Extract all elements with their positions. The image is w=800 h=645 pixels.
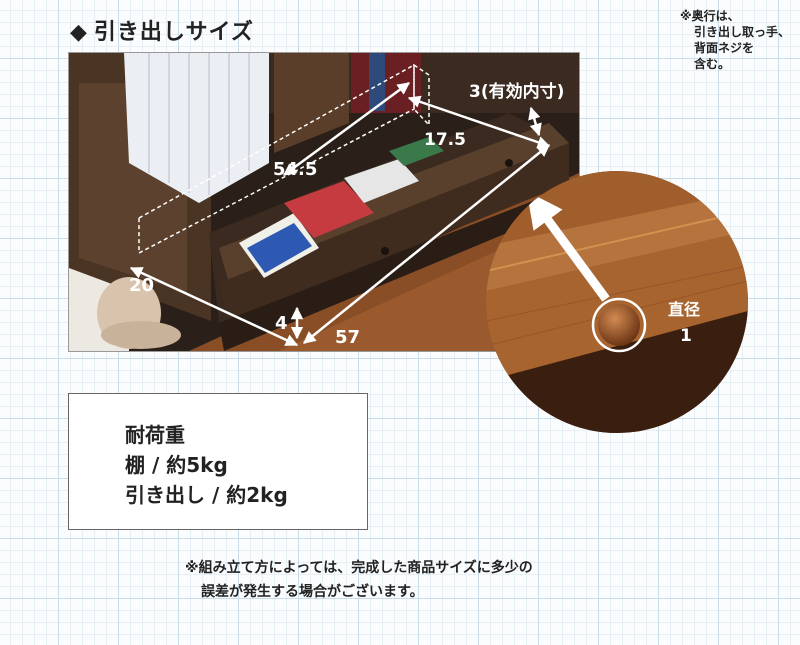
load-shelf: 棚 / 約5kg (125, 453, 228, 477)
drawer-knob (598, 304, 640, 346)
depth-note-line-3: 背面ネジを (694, 41, 755, 55)
section-title: 引き出しサイズ (93, 20, 254, 45)
load-title: 耐荷重 (125, 423, 185, 447)
section-heading: ◆引き出しサイズ (70, 14, 254, 46)
tolerance-note: ※組み立て方によっては、完成した商品サイズに多少の 誤差が発生する場合がございま… (185, 556, 533, 604)
product-photo: 3(有効内寸) 17.5 54.5 20 4 57 (68, 52, 580, 352)
depth-note-line-4: 含む。 (694, 57, 731, 71)
depth-note-line-1: ※奥行は、 (680, 9, 740, 23)
depth-note: ※奥行は、 引き出し取っ手、 背面ネジを 含む。 (680, 8, 790, 72)
tolerance-note-line-1: ※組み立て方によっては、完成した商品サイズに多少の (185, 560, 533, 576)
knob-zoom-circle: 直径 1 (486, 171, 748, 433)
diamond-icon: ◆ (70, 20, 88, 45)
knob-diameter-label: 直径 (668, 300, 700, 319)
tolerance-note-line-2: 誤差が発生する場合がございます。 (201, 584, 424, 600)
dim-inner-depth-value: 17.5 (424, 130, 466, 150)
dim-inner-depth-label: 3(有効内寸) (469, 81, 564, 102)
depth-note-line-2: 引き出し取っ手、 (694, 25, 791, 39)
load-capacity-box: 耐荷重 棚 / 約5kg 引き出し / 約2kg (68, 393, 368, 530)
load-drawer: 引き出し / 約2kg (125, 483, 288, 507)
dim-width: 57 (335, 327, 360, 348)
knob-diameter-value: 1 (680, 326, 692, 346)
dim-inner-width: 54.5 (273, 159, 317, 180)
dim-height: 4 (275, 313, 288, 334)
dim-depth: 20 (129, 275, 154, 296)
